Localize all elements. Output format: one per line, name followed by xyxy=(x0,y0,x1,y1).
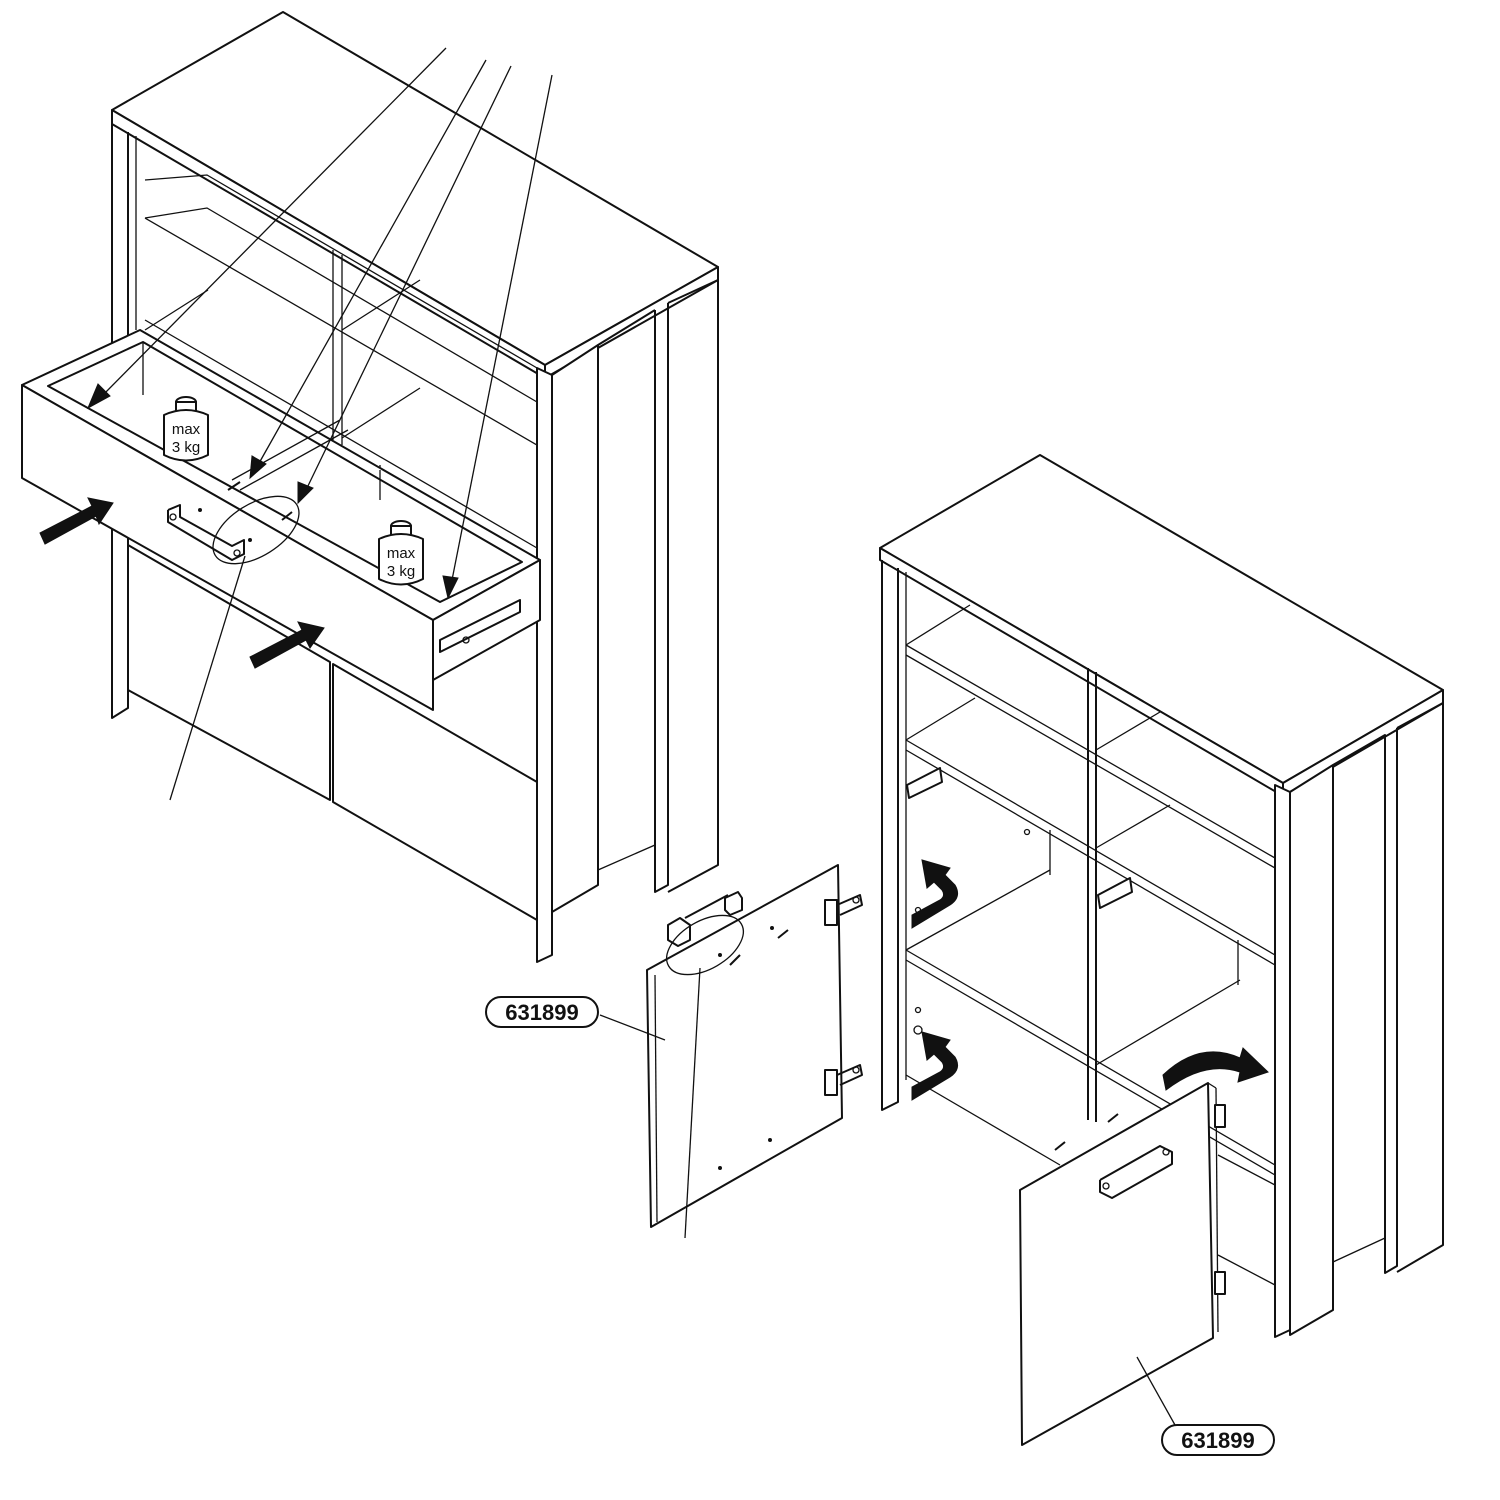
screw-icon xyxy=(281,511,293,521)
right-lower-door xyxy=(332,663,538,921)
push-arrow-icon xyxy=(39,497,114,545)
loose-door: 631899 xyxy=(485,864,863,1239)
right-cabinet-top xyxy=(879,454,1444,784)
weight-limit-value: 3 kg xyxy=(172,439,200,456)
screw-icon xyxy=(227,481,241,491)
weight-limit-icon: max 3 kg xyxy=(163,396,209,462)
open-door xyxy=(1019,1082,1214,1446)
weight-limit-label: max xyxy=(387,545,416,562)
hinge-icon xyxy=(1214,1104,1226,1295)
left-cabinet: max 3 kg max 3 kg xyxy=(21,11,719,963)
rotate-arrow-icon xyxy=(1162,1047,1269,1091)
hinge-icon xyxy=(824,1064,863,1096)
hinge-plate-icon xyxy=(1097,877,1133,909)
right-cabinet: 631899 xyxy=(879,454,1444,1456)
part-label: 631899 xyxy=(485,996,599,1028)
screw-icon xyxy=(1107,1113,1119,1123)
screw-icon xyxy=(777,929,789,939)
detail-ellipse xyxy=(666,914,744,976)
hinge-plate-icon xyxy=(906,767,943,799)
detail-ellipse xyxy=(212,495,300,565)
drawer-handle xyxy=(167,504,245,561)
rotate-arrow-icon xyxy=(911,859,959,929)
door-handle xyxy=(667,891,743,947)
screw-icon xyxy=(729,954,741,966)
part-number: 631899 xyxy=(505,1000,578,1025)
weight-limit-value: 3 kg xyxy=(387,563,415,580)
weight-limit-label: max xyxy=(172,421,201,438)
part-label: 631899 xyxy=(1161,1424,1275,1456)
left-cabinet-top xyxy=(111,11,719,366)
part-number: 631899 xyxy=(1181,1428,1254,1453)
push-arrow-icon xyxy=(249,621,325,669)
leader-lines xyxy=(86,47,553,600)
drawer-front xyxy=(21,384,434,711)
screw-icon xyxy=(1054,1141,1066,1151)
rotate-arrow-icon xyxy=(911,1031,959,1101)
drawer-runner xyxy=(439,599,521,653)
hinge-icon xyxy=(824,894,863,926)
weight-limit-icon: max 3 kg xyxy=(378,520,424,586)
door-handle xyxy=(1099,1145,1173,1199)
left-lower-door xyxy=(127,544,331,801)
